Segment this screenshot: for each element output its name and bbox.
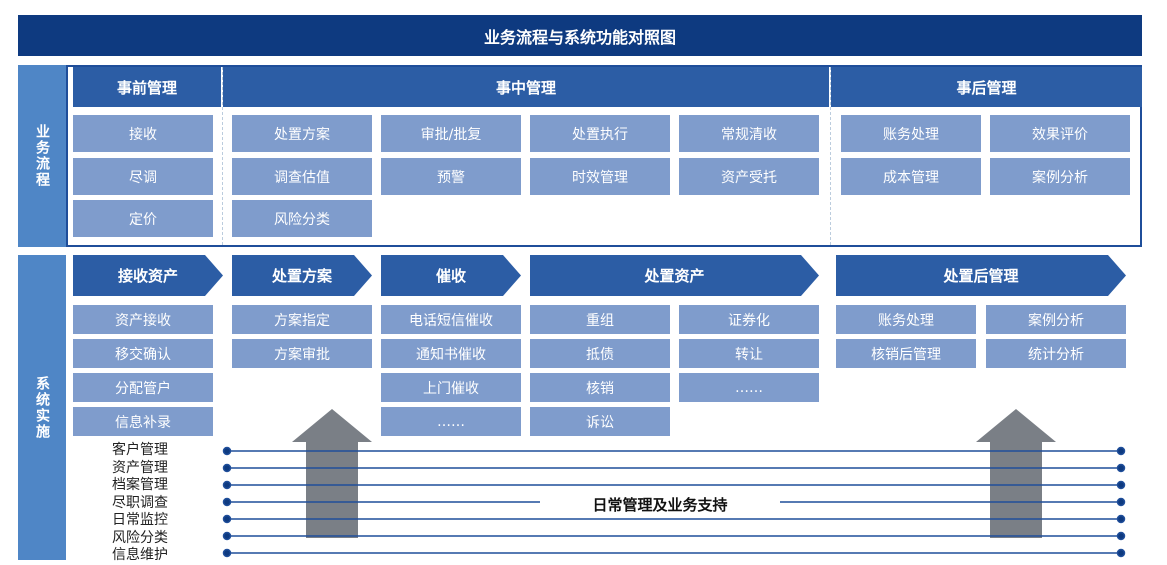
system-item: 移交确认: [73, 339, 213, 368]
process-item: 成本管理: [841, 158, 981, 195]
process-header-mid: 事中管理: [223, 67, 829, 107]
diagram-title: 业务流程与系统功能对照图: [18, 15, 1142, 56]
line-endpoint: [222, 480, 232, 490]
stage-arrow-plan: 处置方案: [232, 255, 372, 296]
stage-arrow-collect: 催收: [381, 255, 521, 296]
line-endpoint: [1116, 497, 1126, 507]
divider: [222, 67, 223, 245]
system-item: 案例分析: [986, 305, 1126, 334]
system-item: 证券化: [679, 305, 819, 334]
process-item: 尽调: [73, 158, 213, 195]
system-item: ……: [381, 407, 521, 436]
support-item: 资产管理: [112, 459, 168, 476]
line-endpoint: [1116, 531, 1126, 541]
system-item: 抵债: [530, 339, 670, 368]
process-item: 风险分类: [232, 200, 372, 237]
system-item: 信息补录: [73, 407, 213, 436]
support-item: 风险分类: [112, 529, 168, 546]
system-item: 通知书催收: [381, 339, 521, 368]
system-item: 资产接收: [73, 305, 213, 334]
system-item: 方案指定: [232, 305, 372, 334]
process-item: 预警: [381, 158, 521, 195]
system-item: 账务处理: [836, 305, 976, 334]
support-title: 日常管理及业务支持: [540, 493, 780, 515]
side-label-process-text: 业务流程: [34, 124, 50, 188]
line-endpoint: [1116, 480, 1126, 490]
process-item: 审批/批复: [381, 115, 521, 152]
system-item: 核销: [530, 373, 670, 402]
process-header-post: 事后管理: [831, 67, 1142, 107]
system-item: 统计分析: [986, 339, 1126, 368]
system-item: 诉讼: [530, 407, 670, 436]
support-item: 档案管理: [112, 477, 168, 493]
process-item: 常规清收: [679, 115, 819, 152]
system-item: 方案审批: [232, 339, 372, 368]
system-item: 电话短信催收: [381, 305, 521, 334]
support-item: 客户管理: [112, 442, 168, 458]
side-label-system: 系统实施: [18, 255, 66, 560]
divider: [830, 67, 831, 245]
system-item: 转让: [679, 339, 819, 368]
support-list: 客户管理 资产管理 档案管理 尽职调查 日常监控 风险分类 信息维护: [112, 442, 222, 563]
process-header-pre: 事前管理: [73, 67, 221, 107]
stage-arrow-dispose: 处置资产: [530, 255, 819, 296]
process-item: 资产受托: [679, 158, 819, 195]
process-item: 调查估值: [232, 158, 372, 195]
process-item: 处置方案: [232, 115, 372, 152]
line-endpoint: [222, 446, 232, 456]
side-label-process: 业务流程: [18, 65, 66, 247]
line-endpoint: [222, 514, 232, 524]
process-item: 处置执行: [530, 115, 670, 152]
process-item: 时效管理: [530, 158, 670, 195]
process-item: 接收: [73, 115, 213, 152]
process-item: 定价: [73, 200, 213, 237]
system-item: 上门催收: [381, 373, 521, 402]
line-endpoint: [1116, 446, 1126, 456]
line-endpoint: [222, 548, 232, 558]
system-item: 分配管户: [73, 373, 213, 402]
process-item: 案例分析: [990, 158, 1130, 195]
side-label-system-text: 系统实施: [34, 375, 50, 440]
system-item: 核销后管理: [836, 339, 976, 368]
stage-arrow-post: 处置后管理: [836, 255, 1126, 296]
line-endpoint: [1116, 514, 1126, 524]
system-item: ……: [679, 373, 819, 402]
line-endpoint: [1116, 548, 1126, 558]
support-item: 信息维护: [112, 547, 168, 563]
system-item: 重组: [530, 305, 670, 334]
up-arrow-icon: [976, 409, 1056, 538]
process-item: 效果评价: [990, 115, 1130, 152]
process-item: 账务处理: [841, 115, 981, 152]
support-item: 尽职调查: [112, 494, 168, 511]
line-endpoint: [222, 531, 232, 541]
line-endpoint: [222, 497, 232, 507]
up-arrow-icon: [292, 409, 372, 538]
line-endpoint: [1116, 463, 1126, 473]
line-endpoint: [222, 463, 232, 473]
support-item: 日常监控: [112, 512, 168, 528]
stage-arrow-receive: 接收资产: [73, 255, 223, 296]
